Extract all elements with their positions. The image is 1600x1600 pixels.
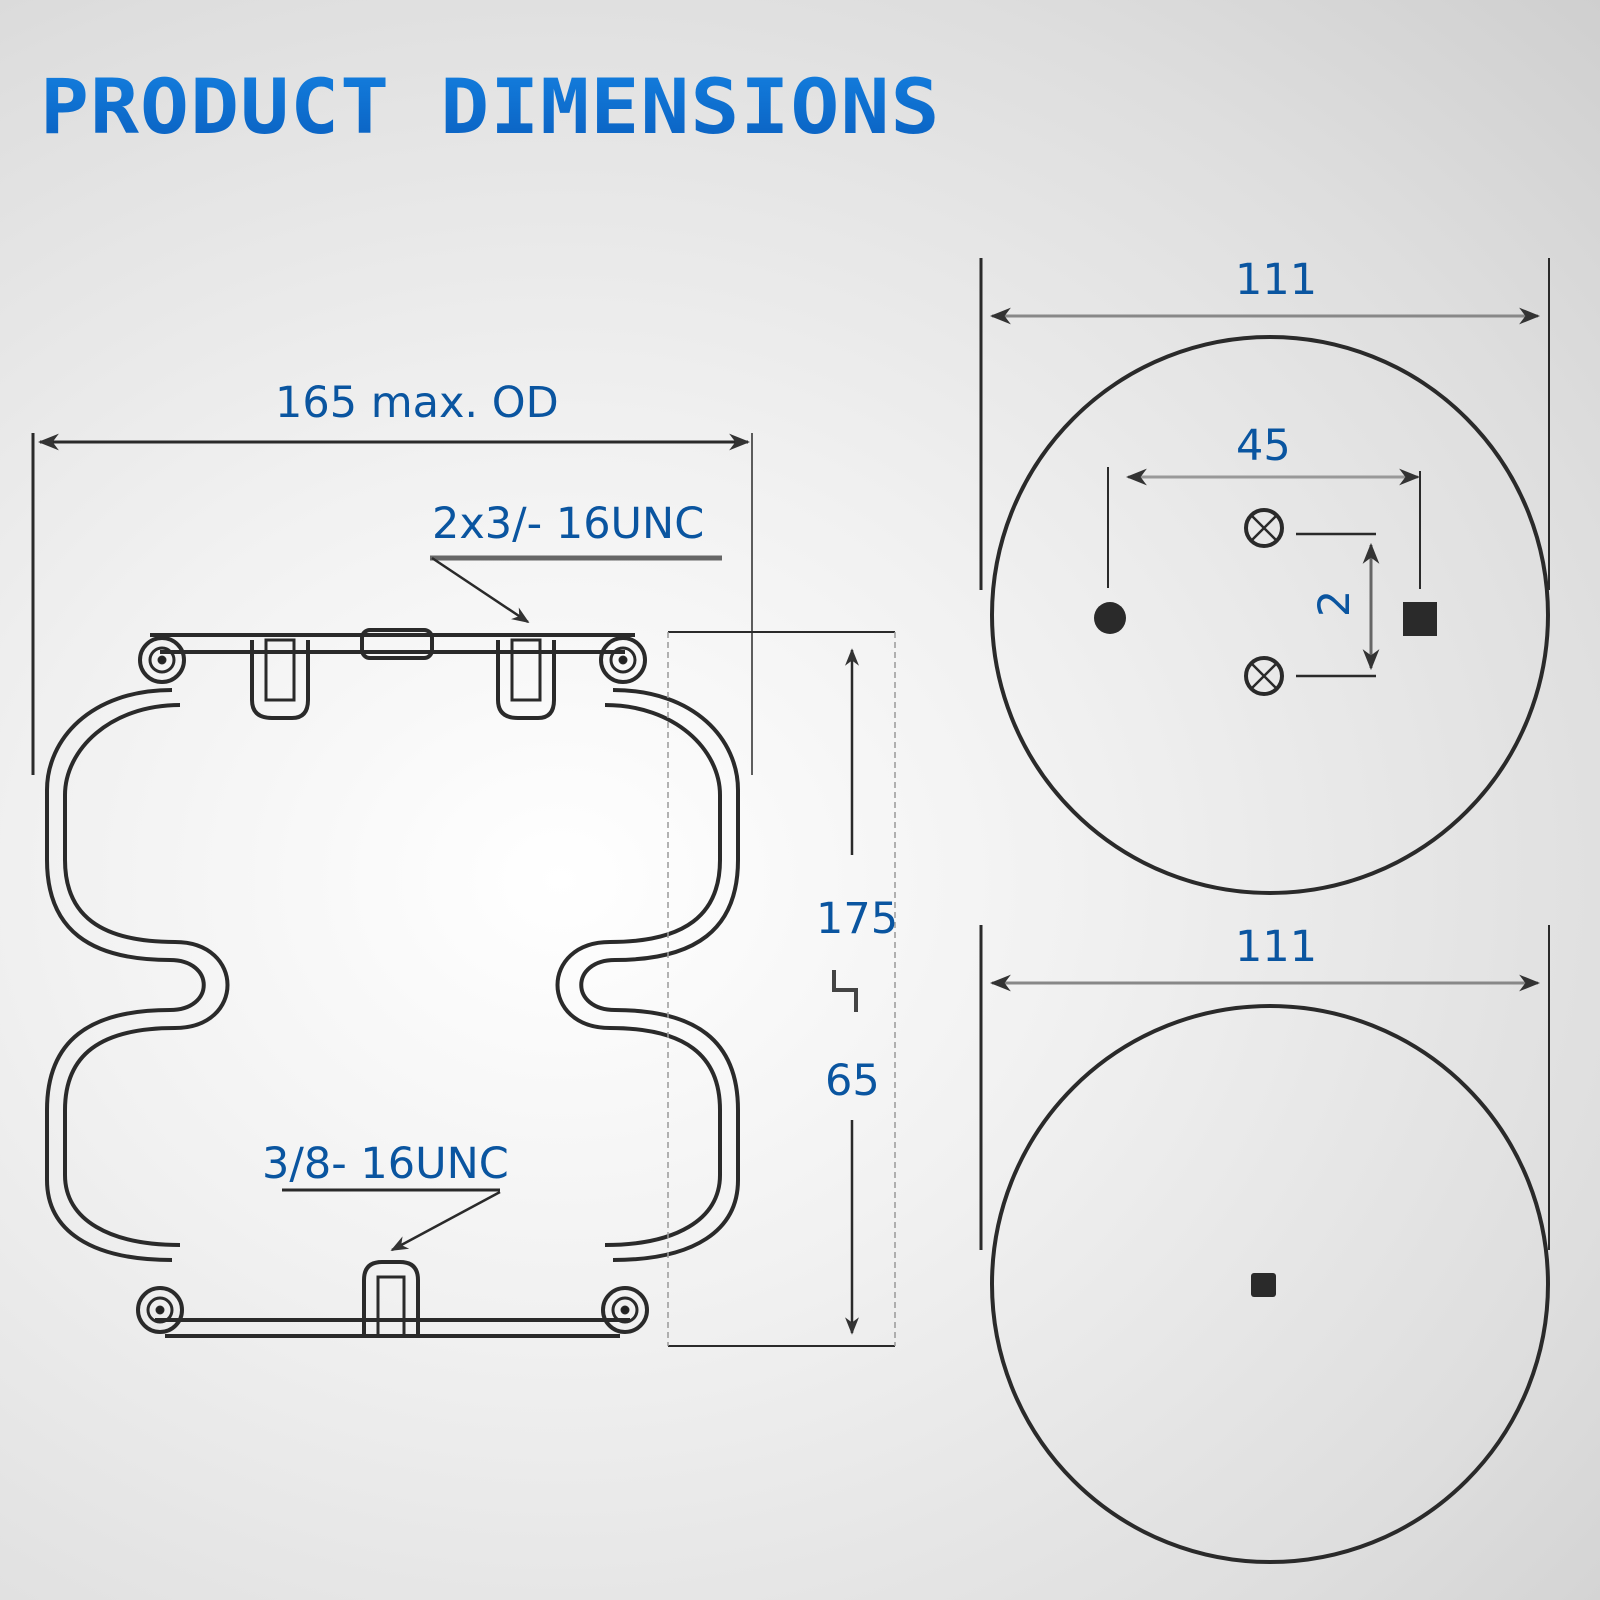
- offset-label: 2: [1310, 589, 1361, 618]
- bottom-thread-label: 3/8- 16UNC: [262, 1139, 509, 1189]
- top-thread-label: 2x3/- 16UNC: [432, 499, 705, 549]
- side-view-drawing: [31, 433, 896, 1347]
- width-dimension-label: 165 max. OD: [275, 378, 559, 428]
- range-break-symbol: [832, 970, 858, 1012]
- page-title: PRODUCT DIMENSIONS: [40, 62, 941, 151]
- top-plate-drawing: [979, 258, 1550, 895]
- max-height-label: 175: [816, 894, 899, 944]
- bolt-spacing-label: 45: [1236, 421, 1291, 471]
- bottom-plate-drawing: [979, 925, 1550, 1564]
- bottom-thread-leader-arrow: [390, 1190, 501, 1252]
- threaded-hole-bottom: [1244, 656, 1284, 696]
- threaded-hole-top: [1244, 508, 1284, 548]
- round-hole: [1094, 602, 1126, 634]
- min-height-label: 65: [825, 1056, 880, 1106]
- bottom-plate-outline: [990, 1004, 1550, 1564]
- top-plate-outline: [990, 335, 1550, 895]
- center-stud: [1251, 1273, 1276, 1297]
- top-diameter-label: 111: [1235, 255, 1318, 305]
- square-hole: [1403, 602, 1437, 636]
- bottom-diameter-label: 111: [1235, 922, 1318, 972]
- top-thread-leader-arrow: [431, 556, 530, 624]
